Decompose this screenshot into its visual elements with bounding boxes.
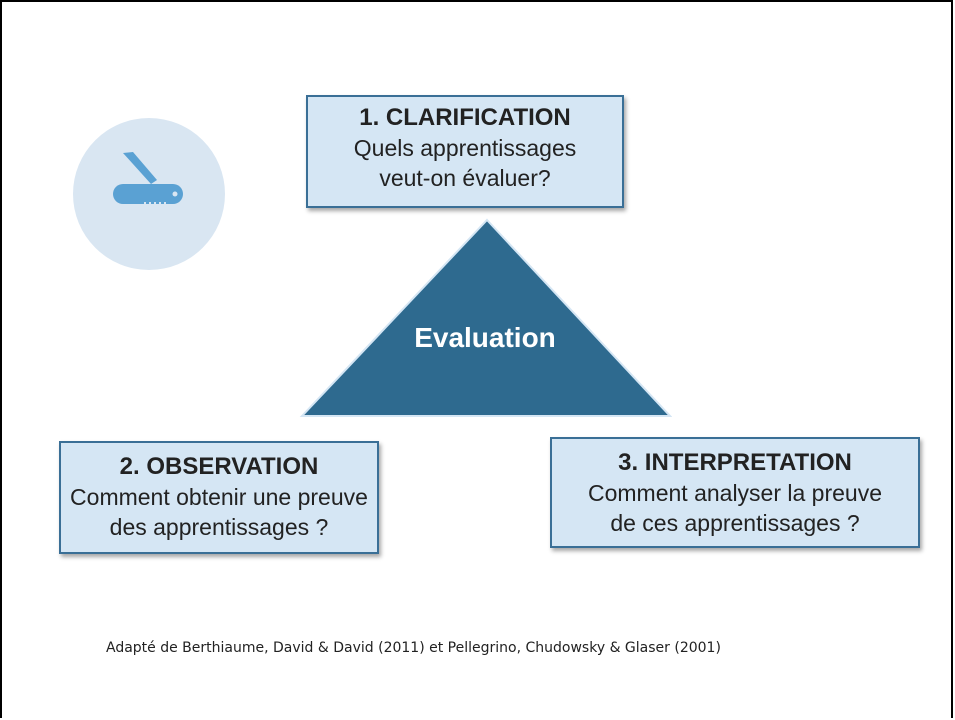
observation-title: 2. OBSERVATION <box>119 453 319 480</box>
observation-question-line1: Comment obtenir une preuve <box>70 484 368 510</box>
observation-box: 2. OBSERVATION Comment obtenir une preuv… <box>59 441 379 554</box>
clarification-question-line1: Quels apprentissages <box>353 135 577 161</box>
interpretation-question-line1: Comment analyser la preuve <box>587 480 883 506</box>
observation-question-line2: des apprentissages ? <box>109 514 329 540</box>
clarification-question-line2: veut-on évaluer? <box>379 165 551 191</box>
pocket-knife-icon <box>113 152 183 206</box>
clarification-box: 1. CLARIFICATION Quels apprentissages ve… <box>306 95 624 208</box>
interpretation-question-line2: de ces apprentissages ? <box>610 510 860 536</box>
clarification-title: 1. CLARIFICATION <box>359 104 571 131</box>
evaluation-label: Evaluation <box>414 322 556 353</box>
interpretation-box: 3. INTERPRETATION Comment analyser la pr… <box>550 437 920 548</box>
triangle-shape <box>299 218 672 417</box>
interpretation-title: 3. INTERPRETATION <box>618 449 852 476</box>
icon-badge <box>73 118 225 270</box>
evaluation-triangle: Evaluation <box>298 218 672 418</box>
source-citation: Adapté de Berthiaume, David & David (201… <box>106 640 721 656</box>
